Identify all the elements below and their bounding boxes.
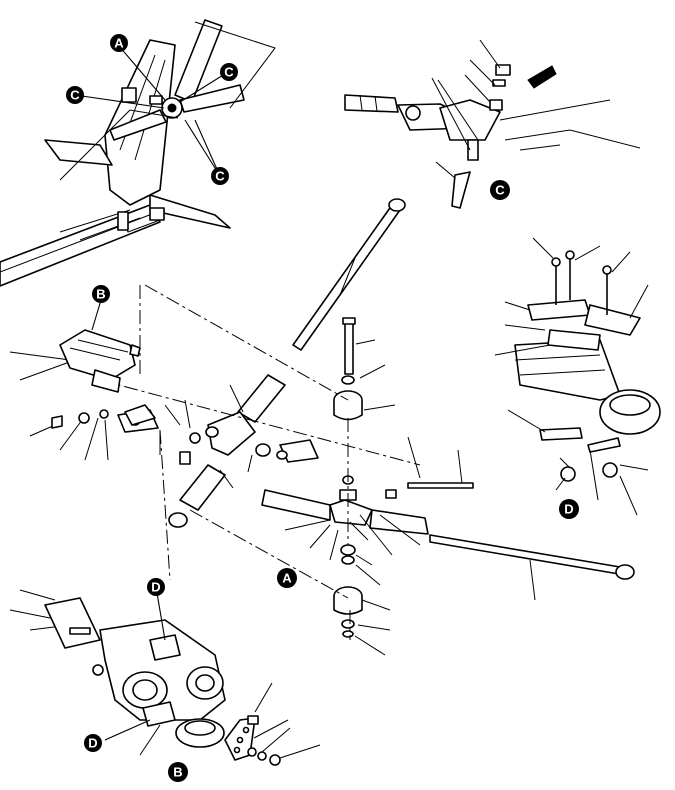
gearbox-assembly [9,589,321,766]
callout-d-upper: D [147,578,165,596]
callout-c-detail: C [490,180,510,200]
callout-c-top-lower: C [211,167,229,185]
callout-b-upper: B [92,285,110,303]
detail-c-assembly [344,39,641,209]
svg-text:C: C [224,65,234,80]
svg-text:B: B [96,287,105,302]
callout-c-top-right: C [220,63,238,81]
callout-d-detail: D [559,499,579,519]
callout-a-top: A [110,34,128,52]
svg-text:A: A [282,571,292,586]
rotor-hub-assembly [0,19,276,287]
svg-text:D: D [151,580,160,595]
svg-text:A: A [114,36,124,51]
detail-b-upper-assembly [51,299,156,429]
svg-text:C: C [495,183,505,198]
svg-text:D: D [88,736,97,751]
callout-d-lower: D [84,734,102,752]
callout-a-detail: A [277,568,297,588]
callout-b-detail: B [168,762,188,782]
svg-text:D: D [564,502,573,517]
svg-text:C: C [215,169,225,184]
svg-text:B: B [173,765,182,780]
svg-text:C: C [70,88,80,103]
detail-a-assembly [9,198,635,656]
detail-d-assembly [494,237,661,516]
callout-c-top-left: C [66,86,84,104]
